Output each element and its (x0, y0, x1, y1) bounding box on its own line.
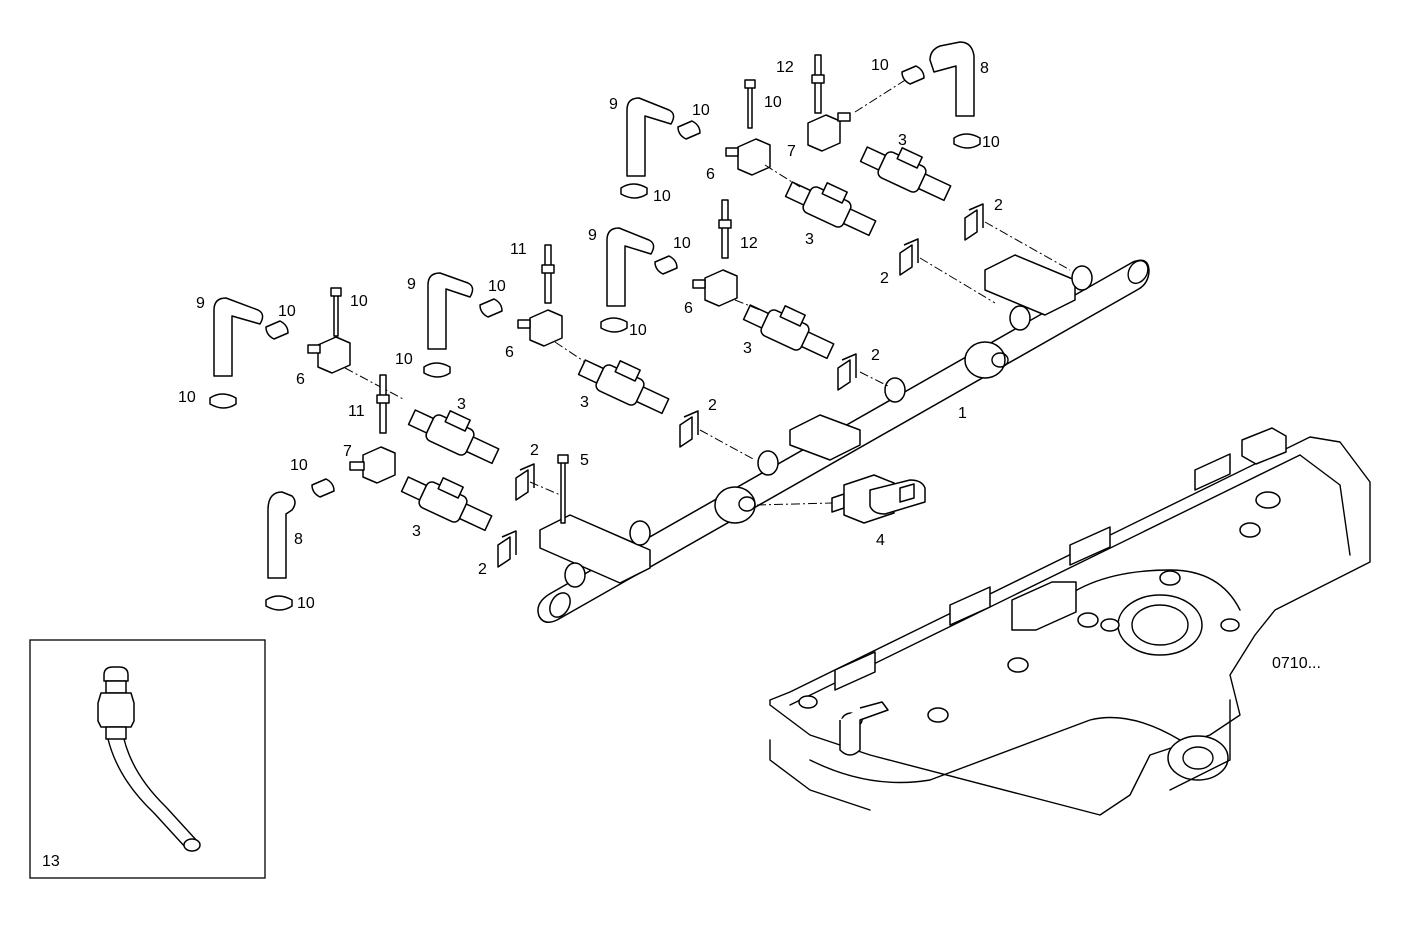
callout-4: 4 (876, 532, 885, 549)
callout-9: 9 (609, 96, 618, 113)
hose-fitting-13 (97, 666, 201, 852)
callout-11: 10 (764, 94, 782, 111)
callout-10: 10 (653, 188, 671, 205)
callout-12: 12 (776, 59, 794, 76)
callout-12: 11 (510, 241, 527, 258)
bolt-group (330, 54, 825, 524)
injector (784, 181, 877, 237)
injector (742, 304, 835, 360)
callout-1: 1 (958, 405, 967, 422)
callout-5: 5 (580, 452, 589, 469)
callout-8: 8 (980, 60, 989, 77)
callout-6: 6 (505, 344, 514, 361)
injector (407, 409, 500, 465)
callout-6: 6 (296, 371, 305, 388)
callout-10: 10 (871, 57, 889, 74)
callout-2: 2 (530, 442, 539, 459)
hose-group (213, 41, 975, 579)
bracket-group (307, 76, 911, 484)
inset-label: 13 (42, 853, 60, 870)
callout-10: 10 (629, 322, 647, 339)
callout-6: 6 (706, 166, 715, 183)
callout-9: 9 (196, 295, 205, 312)
pressure-sensor (756, 474, 926, 524)
callout-10: 10 (488, 278, 506, 295)
callout-9: 9 (407, 276, 416, 293)
callout-12: 12 (740, 235, 758, 252)
callout-2: 2 (708, 397, 717, 414)
callout-10: 10 (290, 457, 308, 474)
callout-10: 10 (982, 134, 1000, 151)
callout-10: 10 (395, 351, 413, 368)
reference-code: 0710... (1272, 655, 1321, 672)
callout-3: 3 (580, 394, 589, 411)
injector (577, 359, 670, 415)
callout-2: 2 (871, 347, 880, 364)
callout-12: 11 (348, 403, 365, 420)
callout-7: 7 (787, 143, 796, 160)
inset-box: 13 (29, 639, 266, 879)
callout-9: 9 (588, 227, 597, 244)
clamp-group (209, 65, 981, 611)
callout-10: 10 (297, 595, 315, 612)
fuel-rail (537, 254, 1150, 623)
callout-2: 2 (880, 270, 889, 287)
callout-3: 3 (743, 340, 752, 357)
callout-10: 10 (178, 389, 196, 406)
callout-8: 8 (294, 531, 303, 548)
intake-manifold: 0710... (769, 427, 1371, 816)
callout-10: 10 (278, 303, 296, 320)
callout-3: 3 (457, 396, 466, 413)
callout-11: 10 (350, 293, 368, 310)
callout-2: 2 (478, 561, 487, 578)
callout-labels: 1 2 2 2 2 2 2 3 3 3 3 3 3 4 5 6 6 6 6 7 … (178, 57, 1003, 612)
injector (400, 476, 493, 532)
callout-10: 10 (673, 235, 691, 252)
injector-group (400, 146, 952, 532)
callout-10: 10 (692, 102, 710, 119)
callout-2: 2 (994, 197, 1003, 214)
callout-3: 3 (898, 132, 907, 149)
clip-group (497, 203, 1071, 568)
callout-6: 6 (684, 300, 693, 317)
injector (859, 146, 952, 202)
callout-7: 7 (343, 443, 352, 460)
callout-3: 3 (805, 231, 814, 248)
callout-3: 3 (412, 523, 421, 540)
